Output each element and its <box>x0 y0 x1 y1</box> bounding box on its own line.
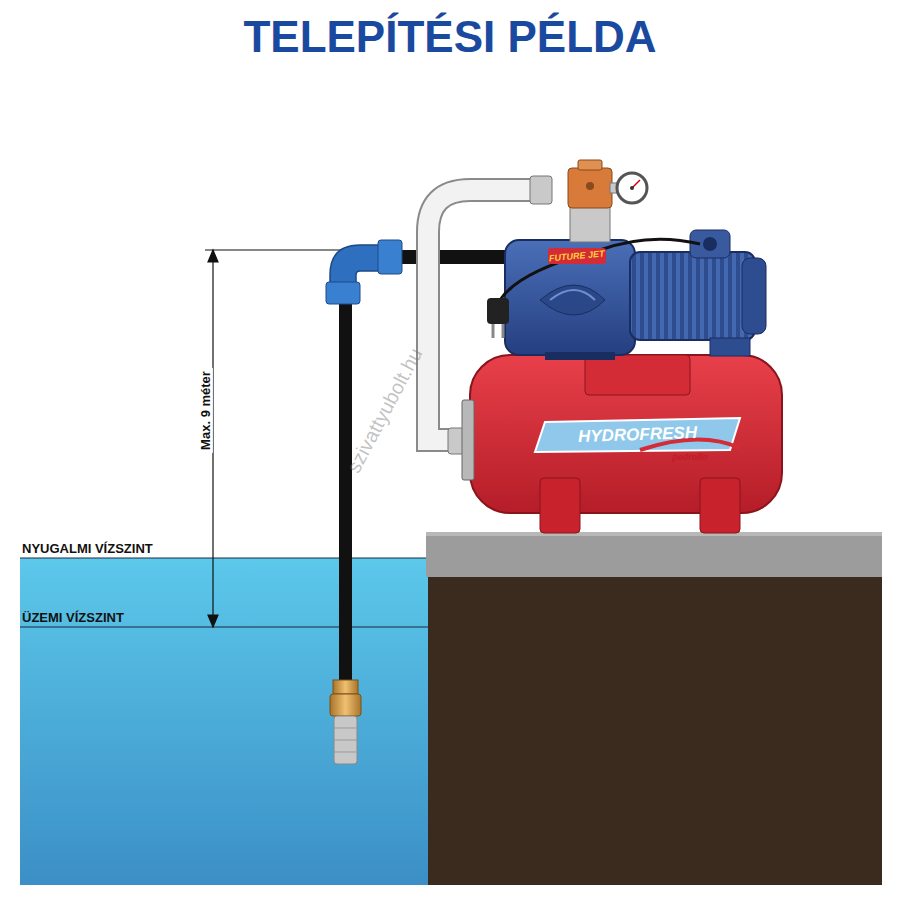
level-label: ÜZEMI VÍZSZINT <box>22 610 124 625</box>
working-level-line <box>20 627 430 628</box>
dimension-label: Max. 9 méter <box>197 368 212 453</box>
brand-label: HYDROFRESH <box>578 423 698 447</box>
concrete-slab <box>426 532 882 577</box>
watermark: szivattyubolt.hu <box>342 344 427 477</box>
elbow-fitting <box>326 240 402 304</box>
power-cable <box>500 239 700 300</box>
brand-label: pedrollo <box>672 452 708 462</box>
hose-fitting <box>530 176 552 204</box>
pressure-tank <box>462 355 782 533</box>
slab-edge <box>426 532 882 536</box>
ground-block <box>428 575 882 885</box>
water-body <box>20 558 430 885</box>
jet-pump <box>505 230 766 360</box>
static-level-line <box>20 558 430 559</box>
level-label: NYUGALMI VÍZSZINT <box>22 541 153 556</box>
suction-pipe <box>339 290 352 685</box>
page-title: TELEPÍTÉSI PÉLDA <box>0 12 900 62</box>
pressure-switch <box>568 160 624 242</box>
foot-valve <box>330 680 361 764</box>
badge-plate <box>548 248 606 264</box>
power-plug <box>487 298 509 338</box>
pressure-gauge <box>617 173 647 203</box>
